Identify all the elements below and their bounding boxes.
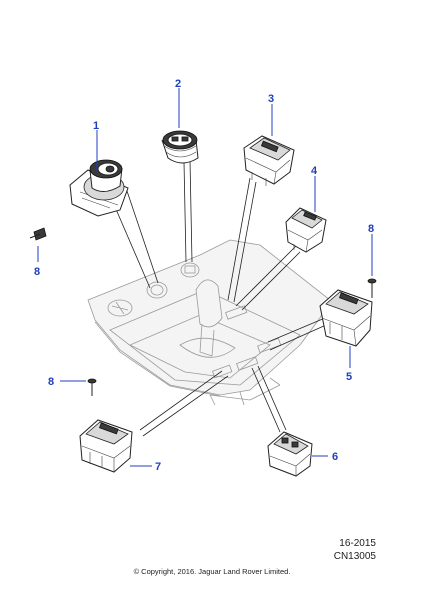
part-6-switch-pack: [267, 431, 313, 477]
callout-2: 2: [175, 78, 181, 90]
callout-leaders: [37, 88, 373, 467]
callout-7: 7: [155, 461, 161, 473]
callout-8-lower: 8: [48, 376, 54, 388]
part-3-switch: [243, 135, 295, 186]
callout-6: 6: [332, 451, 338, 463]
callout-8-right: 8: [368, 223, 374, 235]
callout-4: 4: [311, 165, 318, 177]
callout-8-left: 8: [34, 266, 40, 278]
diagram-id: CN13005: [333, 551, 376, 562]
part-8-screw-right: [367, 278, 377, 298]
pointer-lines: [111, 159, 327, 437]
copyright-notice: © Copyright, 2016. Jaguar Land Rover Lim…: [133, 567, 291, 576]
part-2-usb-socket: [161, 130, 199, 164]
callout-3: 3: [268, 93, 274, 105]
part-8-screw-left: [29, 227, 47, 241]
part-8-screw-lower: [87, 378, 97, 396]
part-7-switch-pack: [79, 419, 133, 473]
callout-5: 5: [346, 371, 352, 383]
part-5-switch-pack: [319, 289, 373, 347]
callout-1: 1: [93, 120, 99, 132]
reference-code: 16-2015: [339, 538, 376, 549]
part-1-power-socket: [69, 159, 129, 217]
center-console: [87, 239, 331, 406]
part-4-switch: [285, 207, 327, 253]
